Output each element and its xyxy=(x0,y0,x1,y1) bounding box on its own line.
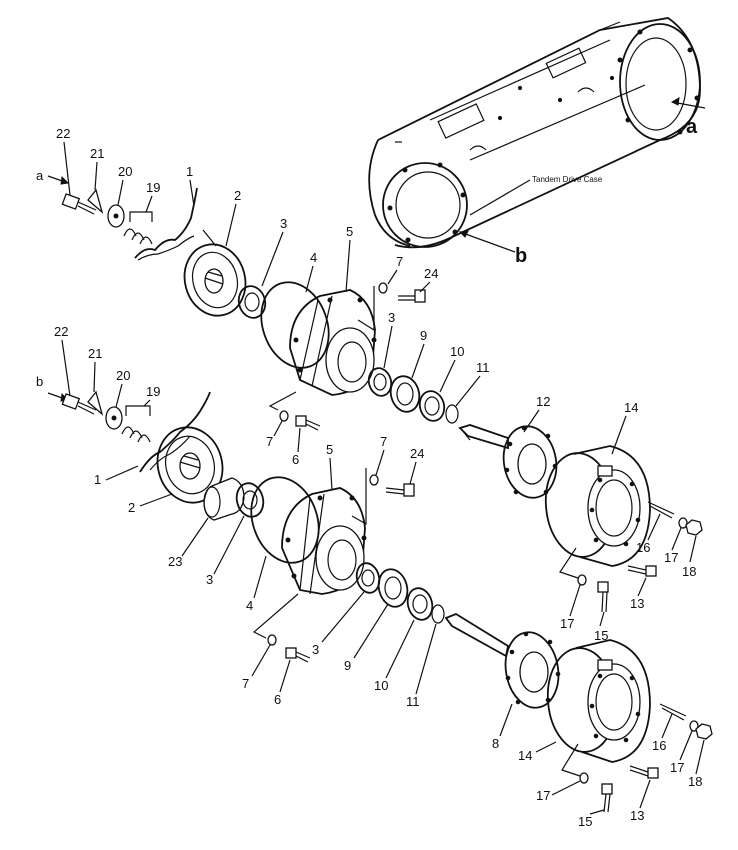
ref-b-lower: b xyxy=(36,374,43,389)
part-6-upper: 6 xyxy=(292,452,299,467)
part-8-lower: 8 xyxy=(492,736,499,751)
part-11-lower: 11 xyxy=(406,694,420,709)
lower-assembly: b 22 21 20 19 1 2 23 3 xyxy=(36,324,713,829)
ref-a-upper: a xyxy=(36,168,44,183)
part-18-lower: 18 xyxy=(688,774,702,789)
part-3-lower-b: 3 xyxy=(312,642,319,657)
part-21-lower: 21 xyxy=(88,346,102,361)
part-7-upper-b: 7 xyxy=(266,434,273,449)
part-12-upper: 12 xyxy=(536,394,550,409)
part-15-lower: 15 xyxy=(578,814,592,829)
part-7-lower-a: 7 xyxy=(380,434,387,449)
tandem-drive-case-label: Tandem Drive Case xyxy=(532,175,603,184)
upper-assembly: a 22 21 20 19 1 2 3 xyxy=(36,126,703,643)
part-10-lower: 10 xyxy=(374,678,388,693)
part-3-upper-b: 3 xyxy=(388,310,395,325)
part-15-upper: 15 xyxy=(594,628,608,643)
part-5-upper: 5 xyxy=(346,224,353,239)
part-16-upper: 16 xyxy=(636,540,650,555)
part-3-lower-a: 3 xyxy=(206,572,213,587)
part-24-lower: 24 xyxy=(410,446,424,461)
part-7-lower-b: 7 xyxy=(242,676,249,691)
part-17-upper-a: 17 xyxy=(664,550,678,565)
ref-b-case: b xyxy=(515,245,527,267)
part-2-lower: 2 xyxy=(128,500,135,515)
part-17-lower-b: 17 xyxy=(536,788,550,803)
part-23-lower: 23 xyxy=(168,554,182,569)
part-9-upper: 9 xyxy=(420,328,427,343)
part-13-upper: 13 xyxy=(630,596,644,611)
part-9-lower: 9 xyxy=(344,658,351,673)
part-7-upper-a: 7 xyxy=(396,254,403,269)
part-20-lower: 20 xyxy=(116,368,130,383)
part-14-upper: 14 xyxy=(624,400,638,415)
part-3-upper-a: 3 xyxy=(280,216,287,231)
part-1-upper: 1 xyxy=(186,164,193,179)
part-14-lower: 14 xyxy=(518,748,532,763)
part-10-upper: 10 xyxy=(450,344,464,359)
part-4-lower: 4 xyxy=(246,598,253,613)
part-4-upper: 4 xyxy=(310,250,317,265)
part-22-upper: 22 xyxy=(56,126,70,141)
part-22-lower: 22 xyxy=(54,324,68,339)
part-21-upper: 21 xyxy=(90,146,104,161)
part-13-lower: 13 xyxy=(630,808,644,823)
part-20-upper: 20 xyxy=(118,164,132,179)
part-19-upper: 19 xyxy=(146,180,160,195)
part-18-upper: 18 xyxy=(682,564,696,579)
part-19-lower: 19 xyxy=(146,384,160,399)
part-1-lower: 1 xyxy=(94,472,101,487)
part-6-lower: 6 xyxy=(274,692,281,707)
tandem-drive-case: Tandem Drive Case a b xyxy=(368,17,706,267)
ref-a-case: a xyxy=(686,116,698,138)
part-5-lower: 5 xyxy=(326,442,333,457)
part-16-lower: 16 xyxy=(652,738,666,753)
part-24-upper: 24 xyxy=(424,266,438,281)
part-17-lower-a: 17 xyxy=(670,760,684,775)
part-17-upper-b: 17 xyxy=(560,616,574,631)
part-11-upper: 11 xyxy=(476,360,490,375)
part-2-upper: 2 xyxy=(234,188,241,203)
